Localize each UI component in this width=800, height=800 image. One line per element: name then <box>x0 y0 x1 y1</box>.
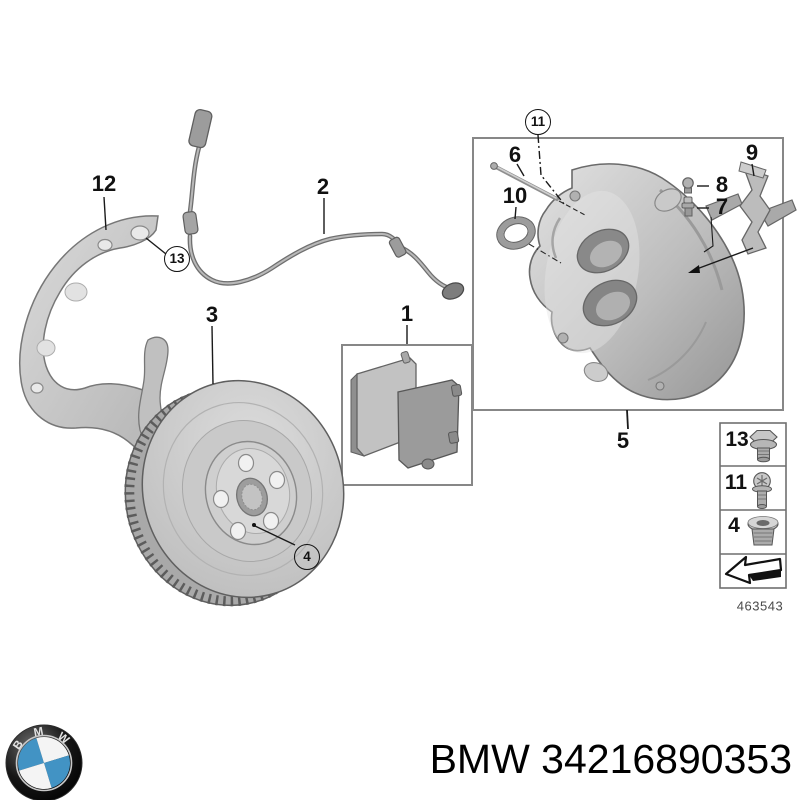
callout-7[interactable]: 7 <box>715 194 729 219</box>
roundel-quadrants <box>18 737 70 789</box>
callout-2[interactable]: 2 <box>316 174 330 199</box>
callout-8[interactable]: 8 <box>715 172 729 197</box>
direction-arrow-icon <box>724 555 783 585</box>
leader-lines <box>103 134 755 546</box>
seal-ring <box>496 216 562 264</box>
callout-10[interactable]: 10 <box>502 183 528 208</box>
callout-13[interactable]: 13 <box>164 246 190 272</box>
brake-pads-box <box>341 344 473 486</box>
dust-shield <box>19 215 169 455</box>
bmw-roundel-logo: B M W <box>5 724 83 800</box>
torx-screw-icon <box>752 472 772 509</box>
callout-11[interactable]: 11 <box>525 109 551 135</box>
wear-sensor-cable <box>182 109 465 300</box>
hex-bolt-icon <box>749 429 778 463</box>
part-number: BMW 34216890353 <box>429 736 792 782</box>
cable-inline-sleeve <box>182 211 199 235</box>
svg-text:M: M <box>33 726 45 739</box>
bleeder-valve <box>681 196 695 217</box>
legend-box <box>719 422 787 589</box>
diagram-code: 463543 <box>736 598 784 614</box>
sensor-head <box>441 282 465 300</box>
callout-9[interactable]: 9 <box>745 140 759 165</box>
sensor-connector-plug <box>188 109 213 149</box>
legend-row-11[interactable]: 11 <box>724 471 748 494</box>
plug-icon <box>747 516 779 546</box>
lug-bolt-holes <box>212 453 286 541</box>
callout-12[interactable]: 12 <box>91 171 117 196</box>
caliper-box <box>472 137 784 411</box>
pad-outer <box>397 379 460 469</box>
callout-4[interactable]: 4 <box>294 544 320 570</box>
callout-1[interactable]: 1 <box>400 301 414 326</box>
brake-caliper <box>528 163 745 401</box>
callout-6[interactable]: 6 <box>508 142 522 167</box>
cable-holder-clip <box>388 236 407 258</box>
shield-bolt-hole-13 <box>130 225 150 241</box>
legend-row-13[interactable]: 13 <box>725 428 749 451</box>
legend-row-4[interactable]: 4 <box>728 514 740 537</box>
brake-disc <box>124 379 345 607</box>
bleeder-cap <box>682 177 694 194</box>
callout-5[interactable]: 5 <box>616 428 630 453</box>
callout-3[interactable]: 3 <box>205 302 219 327</box>
anti-rattle-spring <box>705 161 797 255</box>
brake-pads <box>350 351 463 470</box>
exploded-parts-drawing <box>19 109 797 607</box>
